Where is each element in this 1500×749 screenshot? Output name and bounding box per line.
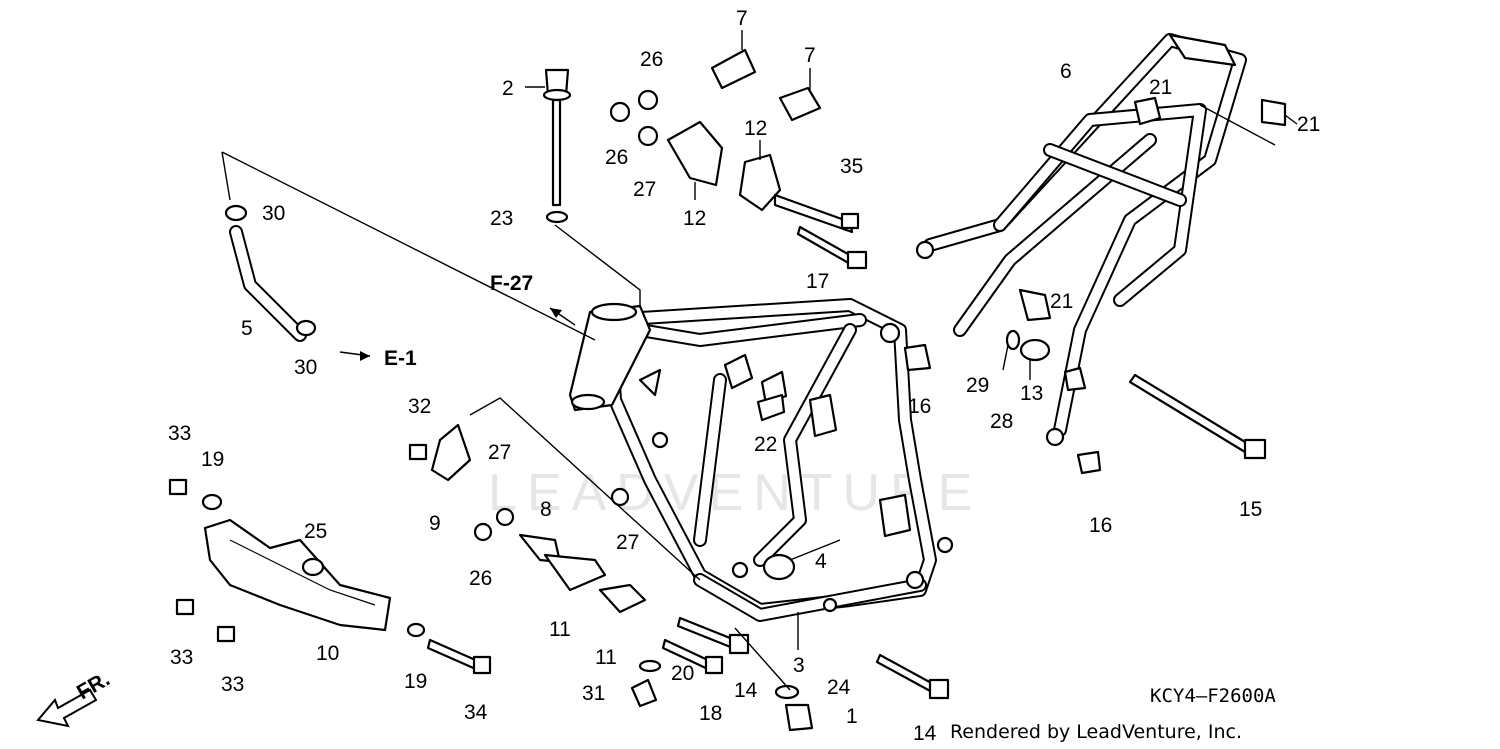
callout-6: 6 <box>1060 60 1072 83</box>
callout-33a: 33 <box>168 422 191 445</box>
callout-22: 22 <box>754 433 777 456</box>
engine-hanger-plates <box>609 48 822 212</box>
callout-33c: 33 <box>221 673 244 696</box>
callout-27a: 27 <box>633 178 656 201</box>
callout-8: 8 <box>540 498 552 521</box>
callout-17: 17 <box>806 270 829 293</box>
diagram-code: KCY4—F2600A <box>1150 685 1276 707</box>
main-frame <box>568 298 954 622</box>
callout-35: 35 <box>840 155 863 178</box>
callout-14b: 14 <box>913 722 937 745</box>
callout-23: 23 <box>490 207 513 230</box>
callout-1: 1 <box>846 705 858 728</box>
callout-25: 25 <box>304 520 327 543</box>
callout-14a: 14 <box>734 679 758 702</box>
leader-lines <box>221 30 1298 691</box>
callout-5: 5 <box>241 317 253 340</box>
reference-arrows <box>339 307 576 361</box>
callout-11b: 11 <box>595 646 617 669</box>
credit-text: Rendered by LeadVenture, Inc. <box>949 721 1242 743</box>
callout-3: 3 <box>793 654 805 677</box>
callout-33b: 33 <box>170 646 193 669</box>
callout-13: 13 <box>1020 382 1043 405</box>
callout-11a: 11 <box>549 618 571 641</box>
callout-27c: 27 <box>616 531 639 554</box>
skid-plate <box>201 493 426 638</box>
callout-16b: 16 <box>1089 514 1112 537</box>
callout-26b: 26 <box>605 146 628 169</box>
callout-30a: 30 <box>262 202 285 225</box>
callout-19b: 19 <box>404 670 427 693</box>
callout-29: 29 <box>966 374 989 397</box>
callout-26c: 26 <box>469 567 492 590</box>
callout-21c: 21 <box>1050 290 1073 313</box>
ref-e1: E-1 <box>384 347 417 370</box>
callout-numbers: 1 2 3 4 5 6 7 7 8 9 10 11 11 12 12 13 14… <box>168 7 1320 745</box>
callout-7b: 7 <box>804 44 816 67</box>
rear-mount-parts <box>630 96 1287 732</box>
callout-10: 10 <box>316 642 339 665</box>
breather-tube <box>224 204 317 342</box>
callout-21a: 21 <box>1149 76 1172 99</box>
callout-15: 15 <box>1239 498 1262 521</box>
callout-30b: 30 <box>294 356 317 379</box>
callout-27b: 27 <box>488 441 511 464</box>
callout-20: 20 <box>671 662 694 685</box>
callout-21b: 21 <box>1297 113 1320 136</box>
ref-f27: F-27 <box>490 272 533 295</box>
callout-31: 31 <box>582 682 605 705</box>
oil-dipstick <box>542 68 572 207</box>
callout-12b: 12 <box>683 207 706 230</box>
brackets <box>168 423 647 643</box>
callout-4: 4 <box>815 550 827 573</box>
callout-26a: 26 <box>640 48 663 71</box>
callout-16a: 16 <box>908 395 931 418</box>
rear-subframe <box>915 33 1247 447</box>
callout-18: 18 <box>699 702 722 725</box>
callout-24: 24 <box>827 676 851 699</box>
callout-9: 9 <box>429 512 441 535</box>
callout-28: 28 <box>990 410 1013 433</box>
front-arrow <box>36 688 98 728</box>
callout-7a: 7 <box>736 7 748 30</box>
callout-32: 32 <box>408 395 431 418</box>
callout-12a: 12 <box>744 117 767 140</box>
callout-19a: 19 <box>201 448 224 471</box>
callout-2: 2 <box>502 77 514 100</box>
callout-34: 34 <box>464 701 488 724</box>
washer-23 <box>545 210 569 224</box>
bolts <box>426 193 1267 700</box>
